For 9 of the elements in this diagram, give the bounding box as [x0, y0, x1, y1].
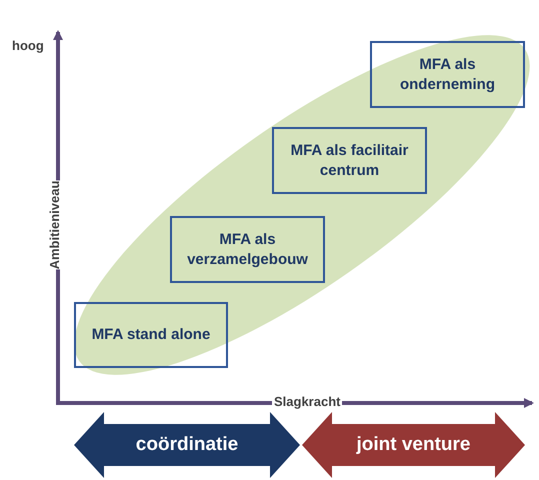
stage-box: MFA als verzamelgebouw [170, 216, 325, 283]
axis-label: Ambitieniveau [47, 180, 62, 270]
double-arrow-banner: joint venture [302, 412, 525, 478]
axis-label: Slagkracht [272, 394, 342, 409]
stage-box: MFA als facilitair centrum [272, 127, 427, 194]
double-arrow-banner: coördinatie [74, 412, 300, 478]
axis-label: hoog [12, 38, 44, 53]
stage-box: MFA stand alone [74, 302, 228, 368]
stage-box: MFA als onderneming [370, 41, 525, 108]
